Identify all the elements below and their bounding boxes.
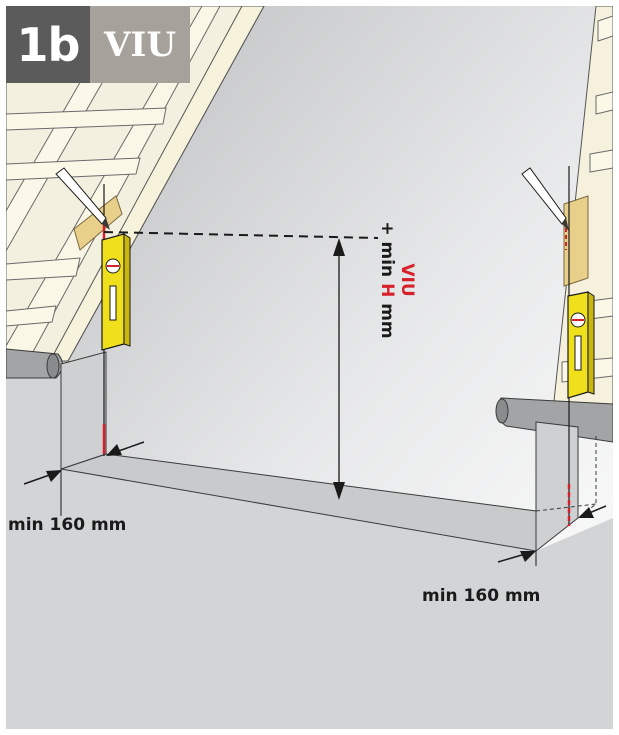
wooden-batten-left bbox=[73, 195, 123, 251]
height-label-product: VIU bbox=[397, 263, 417, 297]
spirit-level-right-icon bbox=[567, 291, 595, 399]
left-upstand bbox=[60, 351, 107, 470]
left-offset-arrows bbox=[23, 441, 145, 485]
roof-surface bbox=[6, 366, 613, 729]
left-offset-label: min 160 mm bbox=[8, 515, 127, 535]
reference-dashed-line bbox=[103, 231, 379, 239]
step-number-badge: 1b bbox=[6, 6, 90, 83]
product-name-badge: VIU bbox=[90, 6, 190, 83]
diagram-frame: 1b VIU VIU + min H mm min 160 mm min 160… bbox=[6, 6, 613, 729]
installation-diagram bbox=[6, 6, 613, 729]
height-dimension-arrow bbox=[333, 238, 345, 500]
wooden-batten-right bbox=[563, 195, 589, 287]
height-dimension-label: VIU + min H mm bbox=[373, 200, 417, 360]
pencil-left-icon bbox=[55, 167, 110, 230]
spirit-level-left-icon bbox=[101, 233, 131, 351]
right-offset-arrows bbox=[497, 505, 607, 563]
right-offset-label: min 160 mm bbox=[422, 586, 541, 606]
height-label-formula: + min H mm bbox=[377, 221, 397, 339]
pencil-right-icon bbox=[521, 167, 569, 231]
height-variable: H bbox=[377, 283, 397, 298]
